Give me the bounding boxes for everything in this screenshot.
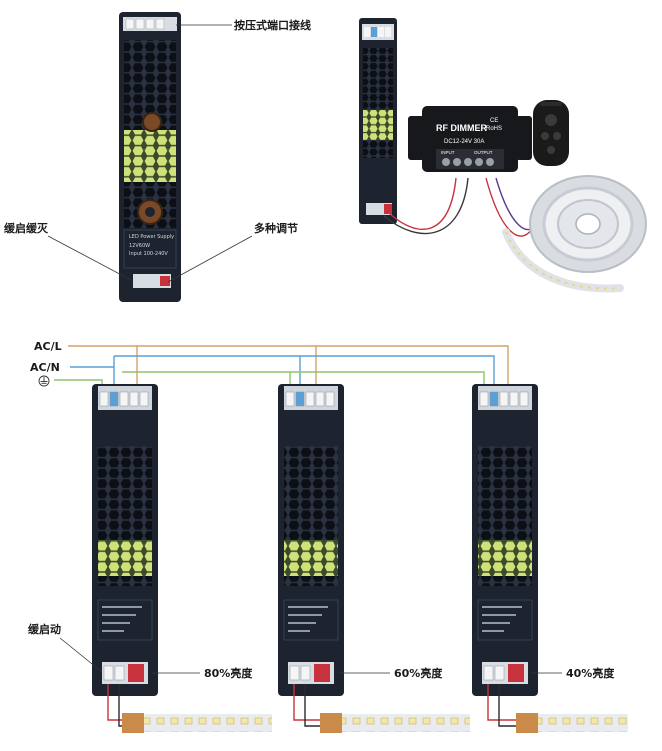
psu-label-plate: [123, 229, 177, 269]
leader-modes: [167, 235, 253, 283]
dip-switch: [128, 664, 144, 682]
psu-top-right: [359, 18, 397, 224]
psu-inductor-window: [284, 540, 338, 576]
strip-connector-3: [516, 713, 538, 733]
ground-icon: [38, 375, 50, 387]
dimmer-ce-mark: CE: [490, 118, 498, 124]
label-soft-start: 缓启动: [28, 622, 61, 636]
psu-unit-1: [92, 384, 158, 727]
remote-body: [533, 100, 569, 166]
toroid-coil-small: [142, 112, 162, 132]
dimmer-title: RF DIMMER: [436, 123, 487, 133]
wire-dc-out-negative: [304, 684, 324, 727]
leader-soft-start: [59, 637, 103, 673]
psu-model-text: 12V60W: [129, 243, 150, 249]
strip-connector-2: [320, 713, 342, 733]
leader-soft: [47, 235, 132, 281]
label-brightness-40: 40%亮度: [566, 666, 615, 680]
wire-led-positive: [485, 177, 535, 237]
dip-switch: [508, 664, 524, 682]
psu-inductor-window: [478, 540, 532, 576]
label-multi-dimming: 多种调节: [254, 221, 298, 235]
label-push-terminal: 按压式端口接线: [234, 18, 311, 32]
remote-button-top: [545, 114, 557, 126]
rf-dimmer: RF DIMMER CE RoHS DC12-24V 30A INPUT OUT…: [408, 106, 532, 172]
psu-brand-text: LED Power Supply: [129, 234, 174, 240]
psu-unit-2: [278, 384, 344, 727]
dip-switch: [314, 664, 330, 682]
led-strip-2: [320, 714, 470, 732]
wire-dc-out-positive: [107, 684, 126, 721]
psu-unit-3: [472, 384, 538, 727]
label-brightness-60: 60%亮度: [394, 666, 443, 680]
psu-inductor-window: [124, 130, 176, 182]
psu-inductor-window: [363, 110, 393, 140]
psu-vent-grille: [363, 48, 393, 158]
svg-text:Input 100-240V: Input 100-240V: [129, 251, 168, 257]
led-strip-1: [122, 714, 272, 732]
wire-dc-negative: [383, 177, 469, 235]
led-strip-3: [516, 714, 628, 732]
rf-remote: [533, 100, 569, 166]
label-brightness-80: 80%亮度: [204, 666, 253, 680]
wire-ac-n: [70, 355, 495, 388]
wire-dc-out-positive: [293, 684, 324, 721]
wire-ac-l: [68, 345, 509, 388]
strip-connector-1: [122, 713, 144, 733]
label-soft-start-stop: 缓启缓灭: [4, 221, 49, 235]
label-ac-n: AC/N: [30, 361, 60, 374]
psu-top-left: LED Power Supply 12V60W Input 100-240V: [119, 12, 181, 302]
wire-dc-positive: [389, 177, 457, 230]
psu-inductor-window: [98, 540, 152, 576]
label-ac-l: AC/L: [34, 340, 62, 353]
dimmer-spec: DC12-24V 30A: [444, 139, 484, 145]
dimmer-input-label: INPUT: [441, 150, 455, 155]
dimmer-rohs-mark: RoHS: [486, 126, 502, 132]
dip-switch: [160, 276, 170, 286]
wire-ground-chain: [122, 371, 485, 388]
dimmer-output-label: OUTPUT: [474, 150, 493, 155]
reel-hub: [575, 213, 601, 235]
wire-dc-out-positive: [487, 684, 520, 721]
led-strip-reel: [502, 175, 647, 293]
wire-dc-out-negative: [498, 684, 520, 727]
